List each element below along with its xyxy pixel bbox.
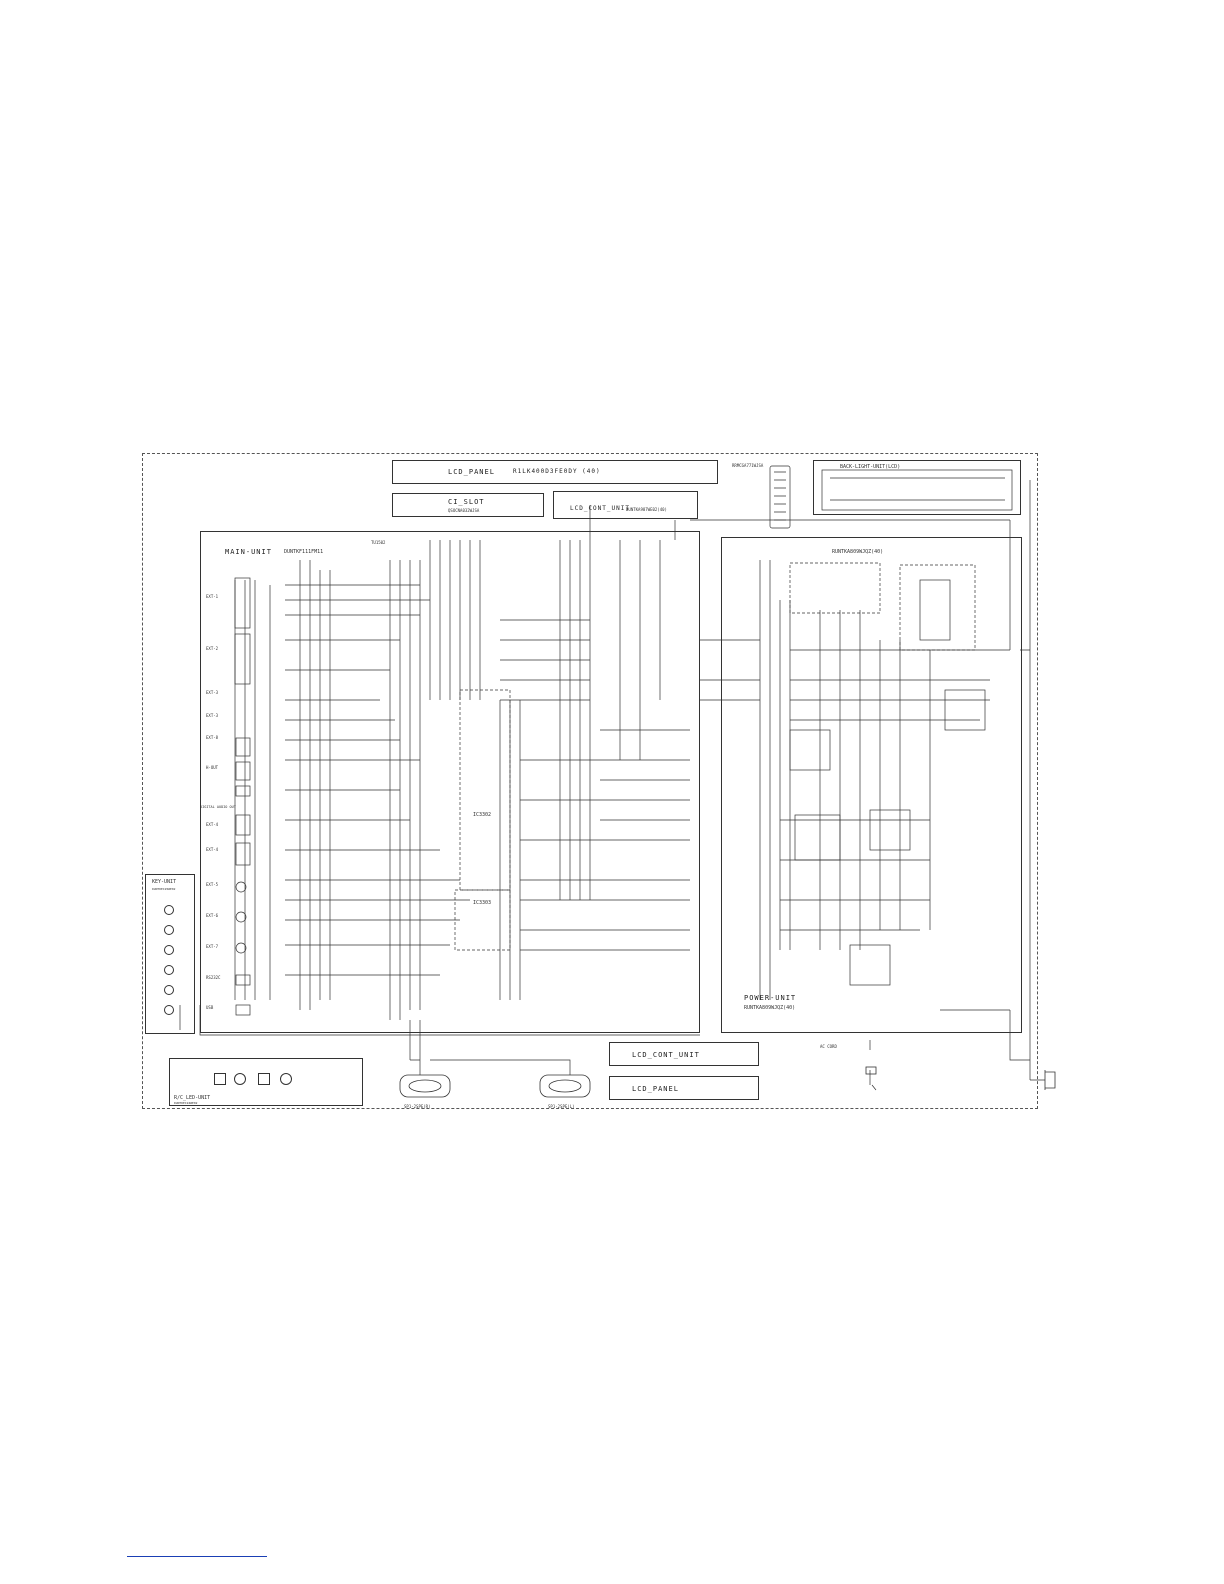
remote-control-icon bbox=[769, 465, 791, 529]
key-button bbox=[164, 965, 174, 975]
ext-port-label: EXT-3 bbox=[206, 690, 219, 695]
tuner-label: TU1502 bbox=[371, 540, 386, 545]
remote-label: RRMCGA771WJSA bbox=[732, 463, 764, 468]
diagram-frame bbox=[142, 453, 1038, 1109]
ext-port-label: H-OUT bbox=[206, 765, 219, 770]
ext-port-label: EXT-3 bbox=[206, 713, 219, 718]
ext-port-label: EXT-6 bbox=[206, 913, 219, 918]
ext-port-label: EXT-2 bbox=[206, 646, 219, 651]
key-unit-title: KEY-UNIT bbox=[152, 879, 177, 885]
ci-slot-title: CI_SLOT bbox=[448, 498, 485, 506]
key-button bbox=[164, 945, 174, 955]
top-lcd-panel: LCD_PANEL R1LK400D3FE0DY (40) bbox=[392, 460, 718, 484]
speaker-graphics bbox=[399, 1074, 591, 1098]
key-button bbox=[164, 905, 174, 915]
power-unit-header: RUNTKA809WJQZ(40) bbox=[832, 549, 884, 555]
power-unit-title: POWER-UNIT bbox=[744, 994, 797, 1002]
bottom-lcd-panel: LCD_PANEL bbox=[609, 1076, 759, 1100]
ext-port-label: DIGITAL AUDIO OUT bbox=[200, 805, 236, 809]
ext-port-label: EXT-7 bbox=[206, 944, 219, 949]
rc-led-unit-title: R/C_LED-UNIT bbox=[174, 1095, 211, 1101]
bottom-lcd-cont-unit: LCD_CONT_UNIT bbox=[609, 1042, 759, 1066]
led-icon bbox=[258, 1073, 270, 1085]
key-button bbox=[164, 925, 174, 935]
ext-port-label: RS232C bbox=[206, 975, 221, 980]
ic3303-label: IC3303 bbox=[473, 900, 492, 906]
top-lcd-panel-title: LCD_PANEL bbox=[448, 468, 495, 476]
speaker-right-label: SP1-2SPE(R) bbox=[404, 1104, 431, 1109]
sensor-icon bbox=[214, 1073, 226, 1085]
ci-slot-box: CI_SLOT QSOCNA032WJSA bbox=[392, 493, 544, 517]
ext-port-label: EXT-8 bbox=[206, 735, 219, 740]
top-lcd-panel-model: R1LK400D3FE0DY (40) bbox=[513, 468, 601, 475]
power-unit-box: RUNTKA809WJQZ(40) POWER-UNIT RUNTKA809WJ… bbox=[721, 537, 1022, 1033]
lcd-cont-top-title: LCD_CONT_UNIT bbox=[570, 505, 630, 512]
main-unit-box: MAIN-UNIT DUNTKF111FM11 TU1502 IC3302 IC… bbox=[200, 531, 700, 1033]
ext-port-label: EXT-4 bbox=[206, 822, 219, 827]
backlight-unit-box: BACK-LIGHT-UNIT(LCD) bbox=[813, 460, 1021, 515]
led-icon bbox=[280, 1073, 292, 1085]
bottom-lcd-panel-title: LCD_PANEL bbox=[632, 1085, 679, 1093]
ext-port-label: EXT-4 bbox=[206, 847, 219, 852]
backlight-unit-title: BACK-LIGHT-UNIT(LCD) bbox=[840, 464, 901, 470]
ic3302-label: IC3302 bbox=[473, 812, 492, 818]
power-unit-model: RUNTKA809WJQZ(40) bbox=[744, 1005, 796, 1011]
key-button bbox=[164, 1005, 174, 1015]
sensor-icon bbox=[234, 1073, 246, 1085]
ci-slot-part: QSOCNA032WJSA bbox=[448, 508, 480, 513]
ac-plug-icon bbox=[865, 1066, 1056, 1090]
ext-port-label: USB bbox=[206, 1005, 214, 1010]
lcd-cont-unit-top: LCD_CONT_UNIT DUNTKA987WE02(40) bbox=[553, 491, 698, 519]
key-unit-model: DUNTKE195WE02 bbox=[152, 887, 176, 891]
key-button bbox=[164, 985, 174, 995]
ext-port-label: EXT-1 bbox=[206, 594, 219, 599]
lcd-cont-top-model: DUNTKA987WE02(40) bbox=[626, 507, 667, 512]
bottom-lcd-cont-title: LCD_CONT_UNIT bbox=[632, 1051, 700, 1059]
key-unit-box: KEY-UNIT DUNTKE195WE02 bbox=[145, 874, 195, 1034]
ext-port-label: EXT-5 bbox=[206, 882, 219, 887]
ac-cord-label: AC CORD bbox=[820, 1044, 837, 1049]
footer-rule bbox=[127, 1556, 267, 1557]
main-unit-title: MAIN-UNIT bbox=[225, 548, 272, 556]
main-unit-model: DUNTKF111FM11 bbox=[284, 549, 324, 555]
speaker-left-label: SP1-2SPE(L) bbox=[548, 1104, 575, 1109]
rc-led-unit-box: R/C_LED-UNIT DUNTKE194WE02 bbox=[169, 1058, 363, 1106]
rc-led-unit-model: DUNTKE194WE02 bbox=[174, 1101, 198, 1105]
